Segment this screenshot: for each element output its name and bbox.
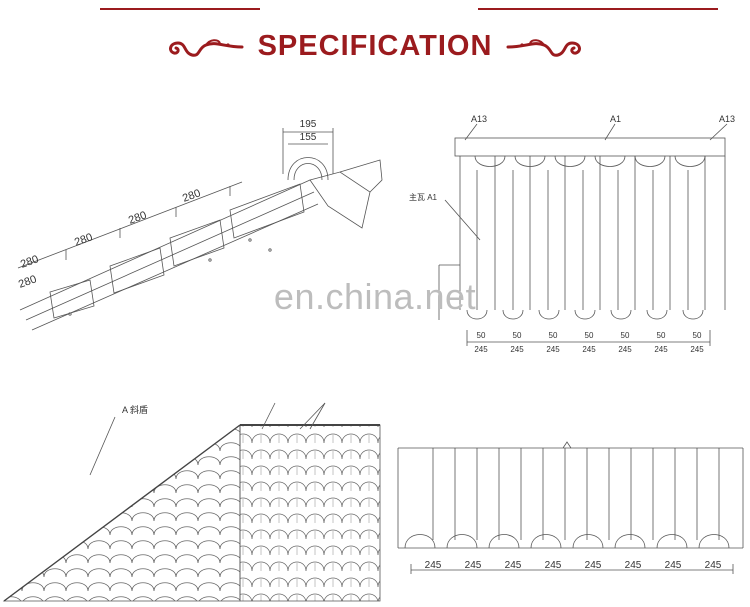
- small-dim-4: 50: [585, 331, 594, 340]
- roof-perspective-drawing: A 斜盾: [2, 402, 381, 602]
- tile-spacing-1: 280: [19, 253, 40, 271]
- tile-spacing-5: 280: [17, 273, 38, 291]
- small-dim-6: 50: [657, 331, 666, 340]
- small-dim-1: 50: [477, 331, 486, 340]
- big-dim-2: 245: [510, 345, 524, 354]
- eave-dim-7: 245: [665, 560, 682, 571]
- tile-spacing-3: 280: [127, 209, 148, 227]
- front-elevation-drawing: A13 A1 A13 主瓦 A1 50 50 50 50 50 50 50 24…: [409, 114, 735, 354]
- side-section-drawing: 195 155 280 280 280 280 280: [17, 119, 383, 331]
- watermark: en.china.net: [273, 276, 477, 317]
- big-dim-4: 245: [582, 345, 596, 354]
- front-label-right: A13: [719, 114, 735, 124]
- eave-dim-4: 245: [545, 560, 562, 571]
- small-dim-5: 50: [621, 331, 630, 340]
- big-dim-1: 245: [474, 345, 488, 354]
- hip-tile-label: A 斜盾: [122, 404, 148, 415]
- top-right-rule: [478, 8, 718, 10]
- main-tile-label: 主瓦 A1: [409, 192, 438, 202]
- big-dim-7: 245: [690, 345, 704, 354]
- small-dim-2: 50: [513, 331, 522, 340]
- right-scroll-ornament-icon: [506, 31, 586, 61]
- tile-spacing-4: 280: [181, 187, 202, 205]
- big-dim-6: 245: [654, 345, 668, 354]
- tile-spacing-2: 280: [73, 231, 94, 249]
- front-label-left: A13: [471, 114, 487, 124]
- top-left-rule: [100, 8, 260, 10]
- left-scroll-ornament-icon: [164, 31, 244, 61]
- eave-dim-5: 245: [585, 560, 602, 571]
- eave-dim-6: 245: [625, 560, 642, 571]
- eave-dim-8: 245: [705, 560, 722, 571]
- small-dim-3: 50: [549, 331, 558, 340]
- front-label-center: A1: [610, 114, 621, 124]
- big-dim-3: 245: [546, 345, 560, 354]
- eave-dim-2: 245: [465, 560, 482, 571]
- eave-dim-1: 245: [425, 560, 442, 571]
- page-title: SPECIFICATION: [257, 29, 493, 62]
- section-header: SPECIFICATION: [0, 24, 750, 68]
- eave-elevation-drawing: 245 245 245 245 245 245 245 245: [397, 441, 744, 574]
- ridge-outer-width: 195: [300, 119, 317, 130]
- eave-dim-3: 245: [505, 560, 522, 571]
- small-dim-7: 50: [693, 331, 702, 340]
- big-dim-5: 245: [618, 345, 632, 354]
- ridge-inner-width: 155: [300, 132, 317, 143]
